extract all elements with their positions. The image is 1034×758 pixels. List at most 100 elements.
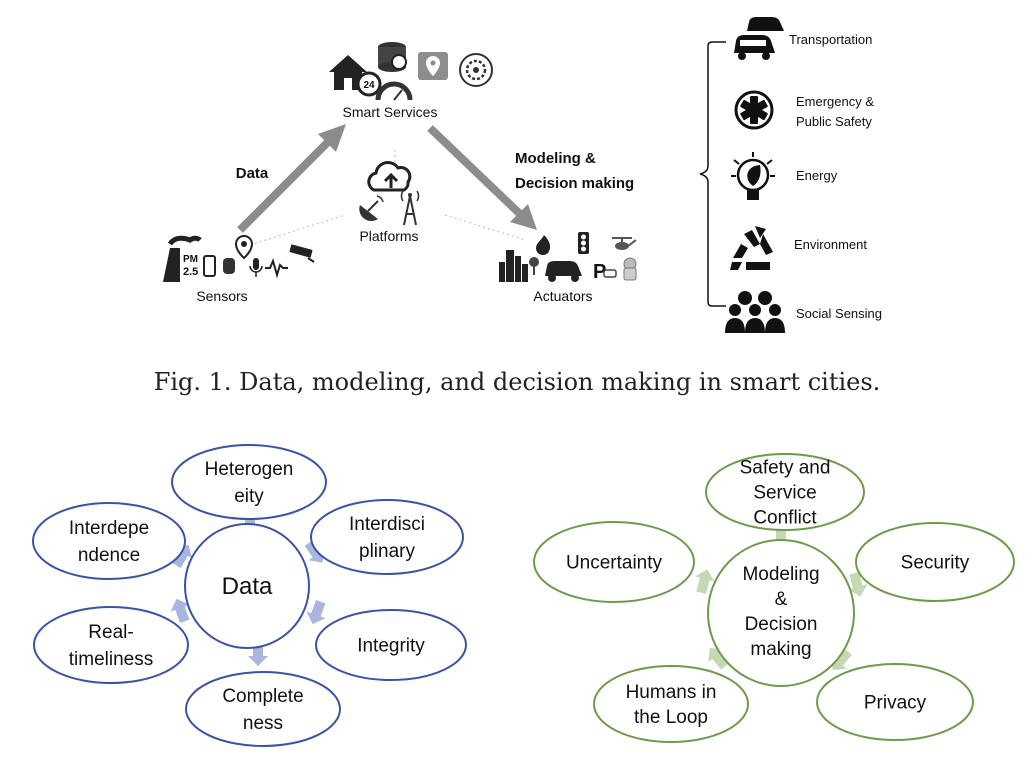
- cars-icon: [734, 17, 784, 60]
- modeling-cycle-node-label: Service: [753, 483, 816, 504]
- modeling-cycle-node-ellipse: [593, 665, 749, 743]
- tree-icon: [529, 257, 539, 275]
- satellite-dish-icon: [359, 195, 384, 222]
- data-cycle-node-ellipse: [32, 502, 186, 580]
- modeling-center-line4: making: [750, 639, 811, 660]
- microphone-icon: [249, 258, 263, 277]
- modeling-cycle-node-label: Security: [901, 553, 970, 574]
- data-cycle-node-ellipse: [310, 499, 464, 575]
- security-camera-icon: [289, 244, 315, 263]
- svg-text:P: P: [593, 261, 606, 283]
- domain-social-sensing-label: Social Sensing: [796, 306, 882, 321]
- people-group-icon: [725, 291, 785, 333]
- data-arrow: [237, 124, 346, 233]
- data-cycle-node-label: ndence: [78, 545, 140, 566]
- parking-icon: P: [593, 261, 617, 283]
- city-buildings-icon: [499, 250, 528, 282]
- data-cycle-node: Interdepe ndence: [32, 502, 186, 580]
- data-cycle-node-label: Heterogen: [205, 459, 294, 480]
- modeling-center-line3: Decision: [745, 614, 818, 635]
- modeling-center-line1: Modeling: [742, 564, 819, 585]
- modeling-cycle-node: Security: [855, 522, 1015, 602]
- modeling-cycle-node-label: Privacy: [864, 693, 927, 714]
- clock-24-icon: 24: [356, 71, 382, 97]
- modeling-cycle-node: Privacy: [816, 663, 974, 741]
- sensor-icons: PM 2.5: [163, 234, 315, 282]
- data-cycle-node-ellipse: [185, 671, 341, 747]
- modeling-cycle-node-label: Safety and: [740, 458, 831, 479]
- actuator-icons: P: [499, 232, 637, 283]
- data-cycle-node-label: timeliness: [69, 649, 153, 670]
- data-cycle-node-label: Interdepe: [69, 518, 149, 539]
- data-cycle-node-label: eity: [234, 486, 264, 507]
- platform-icons: [359, 161, 420, 226]
- modeling-cycle-nodes: Safety andServiceConflictSecurityPrivacy…: [533, 453, 1015, 743]
- data-cycle-node-label: Integrity: [357, 636, 425, 657]
- data-arrow-label: Data: [236, 165, 269, 182]
- domain-environment-label: Environment: [794, 237, 867, 252]
- data-cycle-node-label: ness: [243, 713, 283, 734]
- platforms-label: Platforms: [359, 228, 418, 244]
- modeling-cycle-node-label: Conflict: [753, 508, 817, 529]
- data-cycle-node-label: Interdisci: [349, 514, 425, 535]
- modeling-cycle-node-ellipse: [533, 521, 695, 603]
- data-cycle-arrow: [172, 544, 193, 569]
- modeling-center-line2: &: [775, 589, 788, 610]
- lightbulb-leaf-icon: [731, 152, 775, 200]
- star-of-life-icon: [734, 90, 774, 130]
- modeling-cycle-diagram: Modeling & Decision making Safety andSer…: [533, 453, 1015, 743]
- modeling-cycle-node-ellipse: [855, 522, 1015, 602]
- domain-transportation-label: Transportation: [789, 32, 872, 47]
- smart-services-icons: 24: [329, 42, 493, 101]
- cloud-upload-icon: [367, 161, 412, 192]
- modeling-cycle-node-ellipse: [816, 663, 974, 741]
- data-center: Data: [184, 523, 310, 649]
- data-cycle-node-ellipse: [171, 444, 327, 520]
- figure-1: 24 Smart Services: [154, 17, 882, 396]
- modeling-cycle-arrow: [695, 569, 715, 594]
- pulse-wave-icon: [265, 258, 288, 279]
- map-pin-icon: [418, 52, 448, 80]
- robot-icon: [623, 257, 637, 281]
- car-icon: [545, 261, 582, 282]
- data-cycle-arrow: [306, 599, 326, 625]
- modeling-cycle-node-label: Uncertainty: [566, 553, 663, 574]
- traffic-light-icon: [578, 232, 589, 254]
- actuators-label: Actuators: [533, 288, 592, 304]
- location-gauge-icon: [234, 234, 254, 260]
- data-cycle-node-label: plinary: [359, 541, 415, 562]
- modeling-cycle-node: Uncertainty: [533, 521, 695, 603]
- data-cycle-arrow: [170, 598, 190, 624]
- modeling-cycle-node-ellipse: [705, 453, 865, 531]
- clock-24-label: 24: [363, 80, 375, 91]
- data-center-label: Data: [222, 573, 273, 600]
- database-gear-icon: [378, 42, 407, 72]
- pm-label-line1: PM: [183, 254, 198, 265]
- modeling-cycle-arrow: [848, 572, 868, 597]
- fire-drop-icon: [536, 235, 551, 256]
- pm-label-line2: 2.5: [183, 266, 198, 278]
- gear-circle-icon: [459, 53, 493, 87]
- modeling-cycle-node-label: Humans in: [626, 682, 717, 703]
- wearable-icon: [223, 258, 235, 274]
- data-cycle-node-label: Complete: [222, 686, 303, 707]
- domain-brace: [699, 41, 726, 307]
- data-cycle-node-label: Real-: [88, 622, 133, 643]
- data-cycle-node: Heterogen eity: [171, 444, 327, 520]
- modeling-center: Modeling & Decision making: [707, 539, 855, 687]
- domain-emergency-label-line1: Emergency &: [796, 94, 874, 109]
- recycle-icon: [730, 226, 773, 270]
- figure-caption: Fig. 1. Data, modeling, and decision mak…: [154, 368, 881, 396]
- data-cycle-node: Complete ness: [185, 671, 341, 747]
- modeling-cycle-node-label: the Loop: [634, 707, 708, 728]
- modeling-arrow: [427, 125, 537, 230]
- data-cycle-node: Integrity: [315, 609, 467, 681]
- speedometer-icon: [375, 81, 413, 101]
- antenna-tower-icon: [400, 190, 420, 226]
- domain-emergency-label-line2: Public Safety: [796, 114, 872, 129]
- data-cycle-node: Real-timeliness: [33, 606, 189, 684]
